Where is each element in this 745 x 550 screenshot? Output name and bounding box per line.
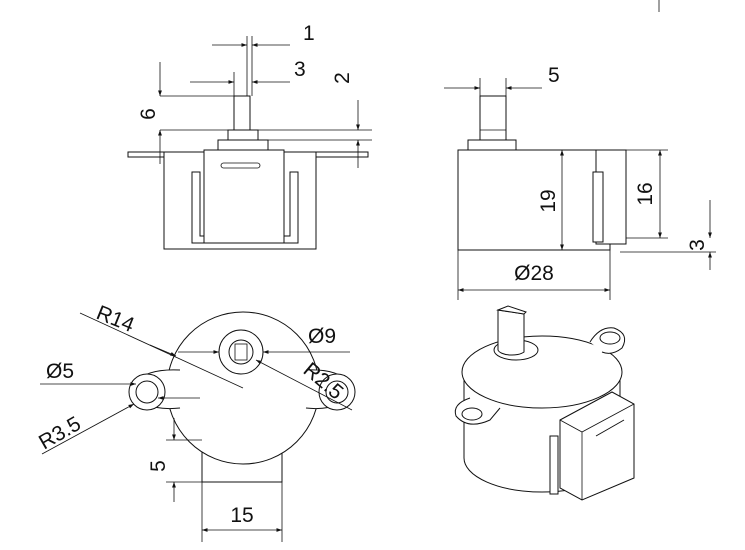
connector-box xyxy=(203,149,285,244)
dim-hole-radius-label: R3.5 xyxy=(35,412,85,454)
dim-radius-label: R14 xyxy=(93,301,138,337)
shaft-side xyxy=(479,95,507,141)
dim-body-height-label: 19 xyxy=(537,189,560,212)
iso-ear-right-hole xyxy=(599,331,621,345)
side-view-right: 5 19 16 3 Ø28 xyxy=(444,64,716,300)
iso-shaft-top xyxy=(496,305,527,315)
side-view-left: 1 3 6 2 xyxy=(127,22,372,250)
dim-shaft-height-label: 6 xyxy=(137,108,160,120)
top-view: R14 Ø9 R2.5 Ø5 R3.5 5 15 xyxy=(35,301,356,542)
shaft-collar xyxy=(217,139,269,151)
connector-slot xyxy=(220,162,261,169)
dim-box-height-label: 16 xyxy=(634,182,657,205)
hub-shaft-flat xyxy=(234,343,248,361)
dim-box-depth-label: 5 xyxy=(147,460,170,472)
dim-radius-leader xyxy=(79,312,244,389)
connector-pin-side xyxy=(592,171,604,243)
shaft-boss xyxy=(227,129,259,141)
dim-shaft-width-label: 5 xyxy=(548,64,560,87)
dim-diameter-label: Ø28 xyxy=(514,262,554,285)
dim-shaft-gap-label: 3 xyxy=(294,58,306,81)
dim-box-width-label: 15 xyxy=(230,504,253,527)
dim-hole-radius-arrow xyxy=(41,403,135,455)
dim-hub-radius-arrow xyxy=(255,359,353,411)
isometric-view xyxy=(454,305,635,501)
iso-connector-slot xyxy=(595,419,625,437)
shaft xyxy=(233,95,251,131)
mount-hole-right xyxy=(325,380,349,404)
motor-body-side xyxy=(457,149,611,251)
shaft-collar-side xyxy=(467,139,517,151)
iso-ear-left-hole xyxy=(461,407,483,421)
mount-hole-left xyxy=(135,380,159,404)
dim-wall-label: 1 xyxy=(303,22,315,45)
dim-hole-diameter-label: Ø5 xyxy=(46,360,74,383)
iso-connector-pin xyxy=(549,435,559,495)
dim-hub-diameter-label: Ø9 xyxy=(308,325,336,348)
iso-connector-box xyxy=(559,391,635,501)
iso-shaft xyxy=(497,309,525,356)
dim-radius-arrow xyxy=(149,344,177,357)
dim-flange-label: 2 xyxy=(331,72,354,84)
dim-box-offset-label: 3 xyxy=(686,239,709,251)
